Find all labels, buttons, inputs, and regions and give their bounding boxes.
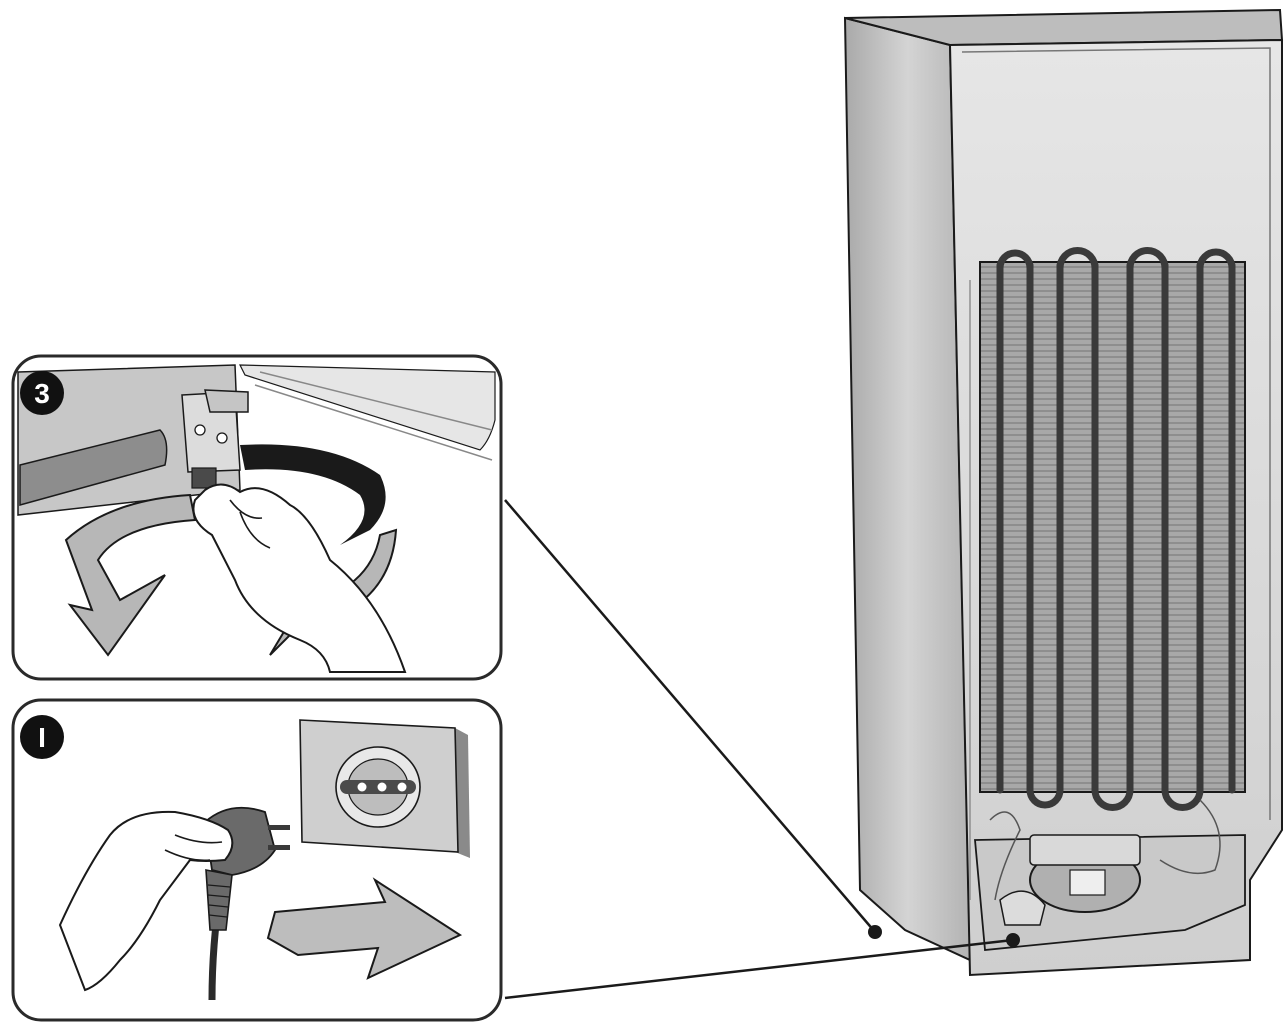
compressor-icon	[974, 799, 1246, 951]
step-1-badge	[20, 715, 64, 759]
step-3-panel: 3	[11, 354, 503, 681]
push-arrow-icon	[266, 877, 463, 980]
condenser-coil-icon	[979, 247, 1246, 811]
callout-leaders	[504, 499, 1020, 1000]
hand-icon	[192, 483, 407, 673]
wall-socket-icon	[299, 719, 470, 858]
step-1-panel: I	[11, 698, 503, 1022]
step-3-badge	[20, 371, 64, 415]
step-1-number: I	[38, 722, 46, 753]
plug-pointer-dot	[1006, 933, 1020, 947]
foot-pointer-dot	[868, 925, 882, 939]
fridge-foot-bracket-icon	[181, 389, 249, 489]
hand-icon-plug	[58, 810, 234, 992]
step-3-number: 3	[34, 378, 50, 409]
